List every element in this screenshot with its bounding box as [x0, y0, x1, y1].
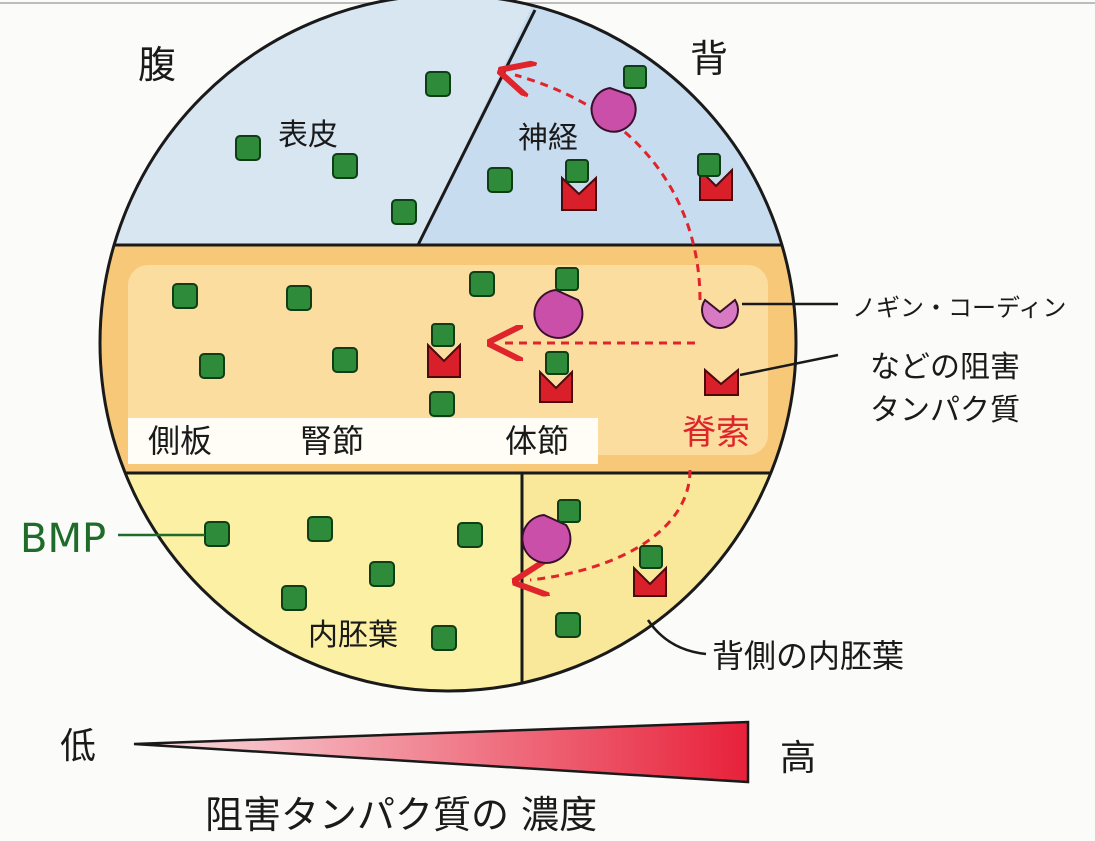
red-legend-marker	[704, 367, 739, 396]
red-complex	[697, 153, 733, 201]
label-lateral-plate: 側板	[148, 422, 212, 460]
label-epidermis: 表皮	[278, 118, 338, 153]
red-complex	[633, 545, 667, 597]
label-dorsal-endoderm: 背側の内胚葉	[712, 637, 904, 675]
leader-red	[739, 353, 839, 377]
arrow-to-endoderm	[530, 469, 692, 580]
bmp-marker	[286, 285, 312, 311]
bmp-marker	[425, 71, 451, 97]
bmp-marker	[429, 391, 455, 417]
inhibitor-noggin-markers	[521, 65, 739, 564]
bmp-marker	[555, 612, 581, 638]
label-inhibitor-3: タンパク質	[870, 393, 1020, 428]
divider-neural	[416, 9, 537, 246]
label-inhibitor-2: などの阻害	[870, 350, 1020, 385]
bmp-marker	[281, 585, 307, 611]
noggin-complex	[590, 65, 647, 133]
label-bmp: BMP	[20, 516, 106, 562]
bmp-marker	[204, 521, 230, 547]
bmp-marker	[457, 522, 483, 548]
label-strip	[128, 418, 598, 464]
arrow-to-neural	[515, 75, 702, 301]
label-notochord: 脊索	[682, 413, 750, 453]
label-low: 低	[60, 726, 96, 767]
label-somite: 体節	[505, 422, 569, 460]
noggin-complex	[521, 499, 581, 564]
bmp-marker	[307, 516, 333, 542]
bmp-marker	[391, 199, 417, 225]
bmp-markers	[172, 71, 581, 651]
embryo-outline	[98, 0, 798, 693]
label-neural: 神経	[518, 121, 578, 156]
label-dorsal: 背	[690, 37, 728, 81]
bmp-marker	[487, 167, 513, 193]
bmp-marker	[431, 625, 457, 651]
bmp-marker	[369, 561, 395, 587]
concentration-wedge	[133, 720, 750, 784]
red-complex	[561, 159, 597, 211]
label-gradient-caption: 阻害タンパク質の 濃度	[205, 793, 597, 837]
bmp-marker	[199, 353, 225, 379]
noggin-legend-marker	[701, 298, 739, 329]
bmp-marker	[235, 135, 261, 161]
bmp-marker	[332, 347, 358, 373]
bmp-marker	[469, 271, 495, 297]
red-complex	[427, 323, 461, 378]
label-high: 高	[780, 738, 816, 779]
noggin-complex	[533, 267, 584, 339]
label-kidney-segment: 腎節	[300, 422, 364, 460]
bmp-marker	[172, 283, 198, 309]
bmp-marker	[332, 153, 358, 179]
label-ventral: 腹	[138, 43, 176, 87]
label-inhibitor-1: ノギン・コーディン	[852, 294, 1066, 322]
leader-dorsal-endoderm	[646, 619, 707, 656]
inhibitor-red-markers	[427, 153, 739, 597]
red-complex	[539, 351, 573, 403]
label-endoderm: 内胚葉	[308, 618, 398, 653]
